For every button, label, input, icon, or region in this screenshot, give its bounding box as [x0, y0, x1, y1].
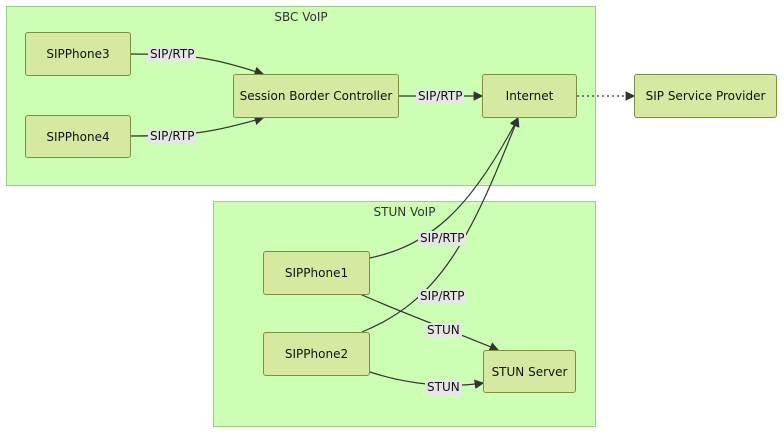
- edge-label-p2-internet: SIP/RTP: [418, 289, 467, 304]
- edge-sipphone1-internet: [369, 116, 519, 259]
- cluster-sbc-title: SBC VoIP: [274, 10, 328, 24]
- edge-sipphone2-internet: [361, 116, 520, 333]
- node-stun-server[interactable]: STUN Server: [483, 350, 576, 393]
- edge-label-p3-sbc: SIP/RTP: [148, 47, 197, 62]
- node-internet[interactable]: Internet: [482, 74, 577, 118]
- edge-label-sbc-internet: SIP/RTP: [416, 89, 465, 104]
- node-sipphone2[interactable]: SIPPhone2: [263, 332, 370, 376]
- node-session-border-controller[interactable]: Session Border Controller: [233, 74, 399, 118]
- edge-label-p1-stun: STUN: [425, 323, 462, 338]
- edge-label-p4-sbc: SIP/RTP: [148, 129, 197, 144]
- edge-label-p2-stun: STUN: [425, 380, 462, 395]
- node-sip-service-provider[interactable]: SIP Service Provider: [634, 74, 777, 118]
- node-sipphone4[interactable]: SIPPhone4: [25, 115, 131, 158]
- edge-label-p1-internet: SIP/RTP: [418, 231, 467, 246]
- node-sipphone1[interactable]: SIPPhone1: [263, 251, 370, 295]
- node-sipphone3[interactable]: SIPPhone3: [25, 32, 131, 76]
- cluster-stun-title: STUN VoIP: [373, 205, 436, 219]
- edge-sipphone1-stun: [359, 293, 500, 352]
